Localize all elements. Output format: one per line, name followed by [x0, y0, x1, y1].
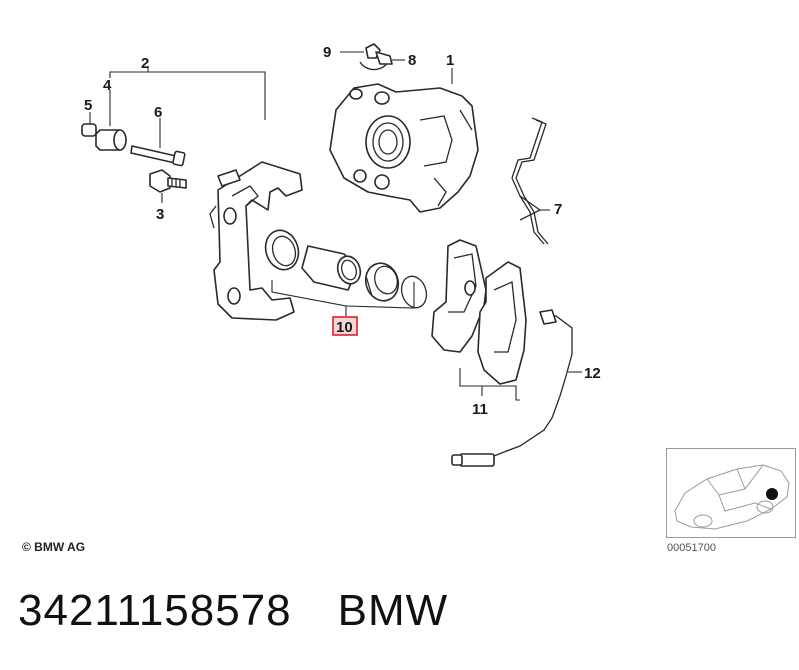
part-4-sleeve — [95, 90, 127, 151]
callout-10-highlight[interactable]: 10 — [332, 316, 358, 336]
part-7-spring-clip — [511, 117, 550, 245]
callout-9: 9 — [323, 44, 331, 61]
callout-10: 10 — [336, 319, 353, 336]
caliper-housing — [329, 83, 479, 213]
callout-5: 5 — [84, 97, 92, 114]
callout-11-bracket — [459, 368, 520, 401]
callout-2: 2 — [141, 55, 149, 72]
part-12-wear-sensor — [451, 309, 582, 467]
part-3-hex-bolt — [149, 169, 187, 203]
part-10-piston — [301, 245, 362, 291]
callout-2-bracket — [109, 66, 266, 120]
callout-11: 11 — [472, 401, 488, 418]
vehicle-thumbnail — [666, 448, 796, 538]
part-10-piston-seal — [364, 262, 400, 302]
caliper-carrier — [209, 161, 303, 321]
callout-12: 12 — [584, 365, 601, 382]
callout-3: 3 — [156, 206, 164, 223]
car-outline-icon — [674, 464, 790, 530]
part-10-retaining-ring — [400, 275, 428, 309]
copyright-text: © BMW AG — [22, 540, 86, 554]
thumbnail-code: 00051700 — [667, 542, 716, 554]
callout-4: 4 — [103, 77, 112, 94]
callout-7: 7 — [554, 201, 562, 218]
part-10-dust-ring — [264, 229, 300, 271]
part-8-9-bleeder — [340, 43, 405, 71]
callout-8: 8 — [408, 52, 416, 69]
part-6-guide-bolt — [130, 118, 186, 167]
callout-1: 1 — [446, 52, 454, 69]
caption: 34211158578 BMW — [18, 586, 448, 636]
part-11-brake-pad-front — [431, 239, 487, 353]
location-marker-icon — [766, 488, 778, 500]
part-11-brake-pad-rear — [464, 261, 527, 385]
part-number: 34211158578 — [18, 586, 292, 635]
part-5-cap — [81, 112, 97, 137]
callout-6: 6 — [154, 104, 162, 121]
brand-name: BMW — [337, 586, 449, 635]
